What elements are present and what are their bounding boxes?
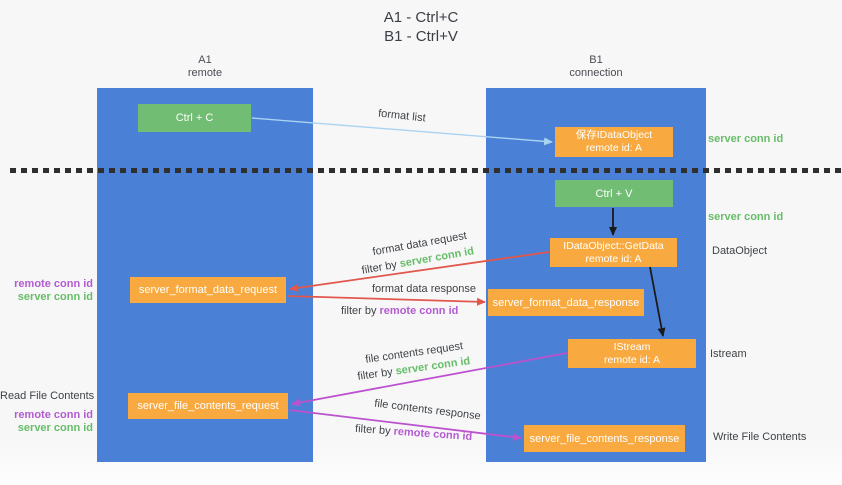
column-a1-name: A1	[198, 54, 212, 66]
node-ctrl-v: Ctrl + V	[555, 180, 673, 207]
format-data-response-arrow	[286, 295, 486, 306]
node-save-dataobject-line2: remote id: A	[585, 142, 643, 154]
node-idataobject-getdata: IDataObject::GetData remote id: A	[550, 238, 677, 267]
node-file-response-label: server_file_contents_response	[529, 432, 680, 445]
node-ctrl-v-label: Ctrl + V	[595, 187, 633, 200]
column-header-a1: A1 remote	[97, 54, 313, 80]
node-save-dataobject-line1: 保存IDataObject	[575, 129, 653, 141]
node-getdata-line1: IDataObject::GetData	[563, 239, 664, 252]
node-server-file-contents-request: server_file_contents_request	[128, 393, 288, 419]
dataobject-label: DataObject	[712, 245, 768, 257]
node-ctrl-c-label: Ctrl + C	[175, 112, 214, 124]
node-format-response-label: server_format_data_response	[492, 296, 640, 309]
write-file-contents-label: Write File Contents	[713, 431, 807, 443]
filter-by-text-2: filter by	[341, 305, 380, 317]
remote-conn-id-label-left-1: remote conn id	[14, 278, 93, 290]
node-server-format-data-response: server_format_data_response	[488, 289, 644, 316]
filter-by-remote-conn-id-label-1: filter by remote conn id	[341, 305, 458, 317]
node-istream-line2: remote id: A	[603, 353, 661, 366]
istream-label: Istream	[710, 348, 747, 360]
file-contents-response-label: file contents response	[373, 397, 482, 423]
node-save-dataobject: 保存IDataObject remote id: A	[555, 127, 673, 157]
remote-conn-id-inline-1: remote conn id	[379, 305, 459, 317]
server-conn-id-label-left-1: server conn id	[17, 291, 93, 303]
node-server-file-contents-response: server_file_contents_response	[524, 425, 685, 452]
server-conn-id-label-left-2: server conn id	[17, 422, 93, 434]
remote-conn-id-label-left-2: remote conn id	[14, 409, 93, 421]
node-server-format-data-request: server_format_data_request	[130, 277, 286, 303]
column-b1-role: connection	[569, 67, 623, 79]
filter-by-remote-conn-id-label-2: filter by remote conn id	[355, 423, 473, 443]
session-divider-dashed-line	[10, 168, 842, 173]
node-ctrl-c: Ctrl + C	[138, 104, 251, 132]
title-line-1: A1 - Ctrl+C	[383, 9, 459, 26]
server-conn-id-label-mid: server conn id	[708, 211, 784, 223]
column-b1-name: B1	[589, 54, 603, 66]
format-list-label: format list	[377, 107, 427, 125]
diagram-title: A1 - Ctrl+C B1 - Ctrl+V	[0, 8, 842, 46]
read-file-contents-label: Read File Contents	[0, 390, 95, 402]
node-file-request-label: server_file_contents_request	[137, 400, 279, 412]
node-format-request-label: server_format_data_request	[138, 284, 278, 296]
format-data-response-label: format data response	[372, 283, 476, 295]
node-istream: IStream remote id: A	[568, 339, 696, 368]
column-header-b1: B1 connection	[486, 54, 706, 80]
filter-by-text-4: filter by	[354, 422, 394, 438]
filter-by-text-3: filter by	[356, 365, 397, 383]
node-istream-line1: IStream	[613, 340, 651, 353]
server-conn-id-label-top: server conn id	[708, 133, 784, 145]
title-line-2: B1 - Ctrl+V	[384, 28, 458, 45]
column-a1-role: remote	[187, 67, 223, 79]
remote-conn-id-inline-2: remote conn id	[393, 425, 473, 444]
node-getdata-line2: remote id: A	[585, 252, 642, 265]
filter-by-text-1: filter by	[360, 258, 401, 277]
